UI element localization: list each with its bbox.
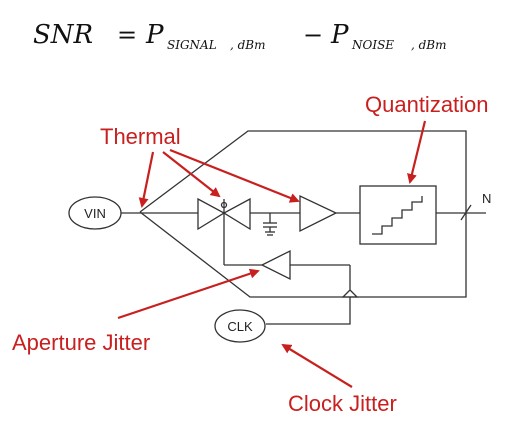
snr-equation: SNR = P SIGNAL , dBm − P NOISE , dBm xyxy=(33,20,447,52)
vin-label: VIN xyxy=(84,206,106,221)
quantizer-block xyxy=(359,185,437,245)
clock-path: CLK xyxy=(214,229,359,343)
envelope-outline xyxy=(139,130,467,298)
bus-slash xyxy=(460,204,472,221)
thermal-label: Thermal xyxy=(100,124,181,149)
clock-jitter-arrow xyxy=(281,343,353,388)
clock-feed-wire xyxy=(266,297,351,325)
thermal-arrow-vin xyxy=(138,151,155,208)
signal-unit-subscript: , dBm xyxy=(230,38,266,52)
aperture-jitter-arrow xyxy=(117,268,260,320)
equals-sign: = xyxy=(117,21,137,49)
thermal-arrow-switch xyxy=(162,151,221,198)
vin-source: VIN xyxy=(68,196,140,230)
annotations: Thermal Quantization Aperture Jitter Clo… xyxy=(12,92,489,416)
bus-width-label: N xyxy=(482,191,491,206)
noise-unit-subscript: , dBm xyxy=(411,38,447,52)
clk-circle xyxy=(214,309,266,343)
amplifier-triangle xyxy=(299,194,338,233)
clk-label: CLK xyxy=(227,319,253,334)
minus-sign: − xyxy=(303,21,323,49)
signal-power-symbol: P xyxy=(145,20,164,50)
clock-jitter-label: Clock Jitter xyxy=(288,391,397,416)
thermal-arrow-amp xyxy=(169,148,300,203)
clock-buffer-triangle xyxy=(260,249,291,281)
signal-subscript: SIGNAL xyxy=(167,38,217,52)
switch-left-triangle xyxy=(197,197,226,231)
signal-path: N xyxy=(140,185,491,245)
quantization-arrow xyxy=(407,120,427,184)
quantization-label: Quantization xyxy=(365,92,489,117)
quantizer-staircase xyxy=(372,196,423,235)
snr-symbol: SNR xyxy=(33,20,93,50)
switch-right-triangle xyxy=(222,197,251,231)
adc-envelope xyxy=(139,130,467,298)
clock-crossover xyxy=(341,265,359,298)
aperture-jitter-label: Aperture Jitter xyxy=(12,330,150,355)
noise-subscript: NOISE xyxy=(351,38,394,52)
noise-power-symbol: P xyxy=(330,20,349,50)
